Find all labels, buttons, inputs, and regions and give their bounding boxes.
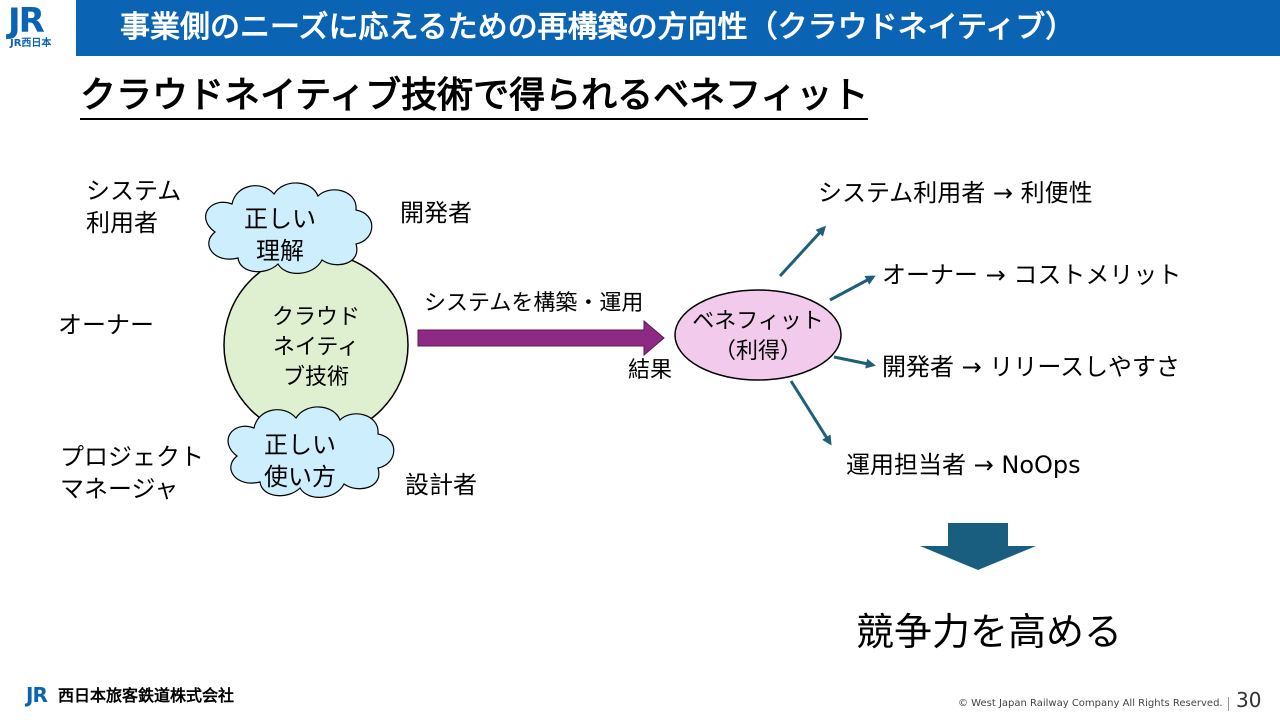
core-line3: ブ技術: [282, 365, 349, 390]
benefit-item-operator: 運用担当者 → NoOps: [846, 451, 1081, 479]
footer-jr-logo: JR: [26, 683, 48, 707]
page-number: 30: [1236, 688, 1262, 712]
down-arrow: [920, 523, 1036, 570]
arrow-to-system-user: [778, 225, 827, 278]
slide-subtitle: クラウドネイティブ技術で得られるベネフィット: [80, 76, 869, 120]
cloud-bottom-line2: 使い方: [264, 463, 336, 491]
jr-logo-mark: JR: [8, 1, 45, 41]
role-owner: オーナー: [58, 311, 154, 339]
role-designer: 設計者: [405, 471, 477, 499]
footer-copyright: © West Japan Railway Company All Rights …: [958, 698, 1223, 709]
result-label: 結果: [628, 358, 673, 383]
cloud-bottom-line1: 正しい: [264, 431, 336, 459]
build-operate-arrow: [417, 319, 665, 357]
role-pm-line1: プロジェクト: [60, 443, 204, 471]
core-line1: クラウド: [271, 305, 360, 330]
benefit-item-owner: オーナー → コストメリット: [882, 261, 1182, 289]
cloud-top-line2: 理解: [256, 237, 304, 265]
footer-separator: [1228, 697, 1229, 711]
conclusion-text: 競争力を高める: [856, 610, 1123, 654]
core-line2: ネイティ: [272, 335, 360, 360]
jr-logo-caption: JR西日本: [10, 38, 52, 49]
benefit-line2: （利得）: [713, 339, 802, 364]
role-pm-line2: マネージャ: [60, 475, 179, 503]
benefit-item-system-user: システム利用者 → 利便性: [818, 179, 1093, 207]
role-system-user-line1: システム: [86, 177, 182, 205]
role-system-user-line2: 利用者: [86, 209, 158, 237]
role-developer: 開発者: [400, 199, 472, 227]
arrow-label: システムを構築・運用: [424, 291, 644, 316]
benefit-line1: ベネフィット: [692, 309, 824, 334]
cloud-top-line1: 正しい: [244, 205, 316, 233]
slide-title: 事業側のニーズに応えるための再構築の方向性（クラウドネイティブ）: [120, 10, 1076, 45]
benefit-ellipse: [674, 289, 842, 381]
arrow-to-owner: [829, 275, 876, 302]
footer-company-name: 西日本旅客鉄道株式会社: [58, 686, 235, 705]
jr-logo: JR JR西日本: [0, 0, 76, 56]
header-bar: [0, 0, 1280, 56]
benefit-item-developer: 開発者 → リリースしやすさ: [882, 353, 1180, 381]
arrow-to-developer: [833, 355, 876, 369]
arrow-to-operator: [789, 380, 832, 446]
cloud-bottom-shape: [227, 406, 395, 498]
cloud-top-shape: [205, 182, 373, 274]
